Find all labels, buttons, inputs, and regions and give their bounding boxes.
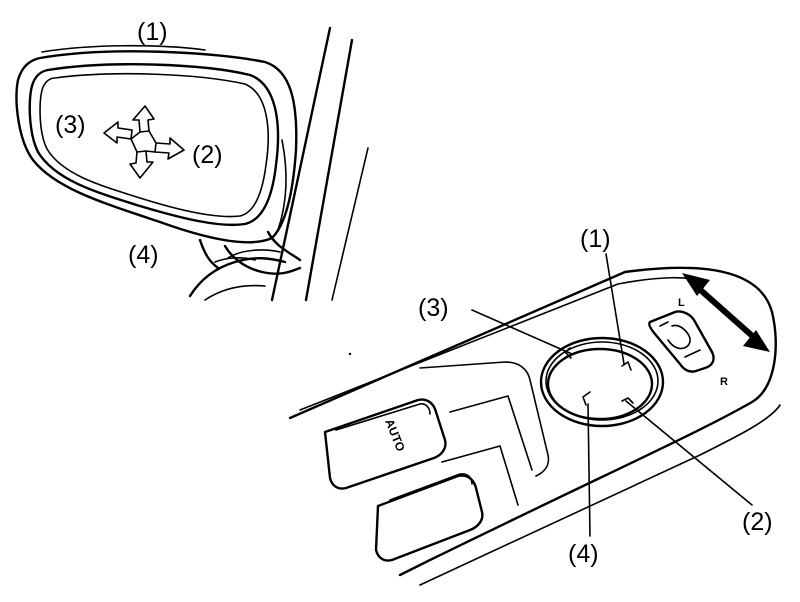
- mirror-mount-base: [223, 230, 302, 275]
- power-window-switch[interactable]: [374, 473, 484, 562]
- selector-switch-body: [648, 310, 715, 373]
- door-switch-panel: L R AUTO (1) (2) (3) (4): [288, 225, 781, 586]
- window-switch-body: [374, 474, 484, 562]
- callout-leader-1: [605, 253, 625, 365]
- knob-face: [546, 347, 654, 421]
- callout-label-3: (3): [418, 294, 449, 322]
- mirror-mount-detail: [204, 257, 266, 301]
- window-switch-auto-body: [323, 398, 447, 490]
- mirror-label-right: (2): [192, 141, 223, 169]
- switch-panel-inner-edge: [299, 276, 701, 411]
- arrow-down-icon: [129, 150, 154, 179]
- callout-leader-3: [471, 309, 573, 355]
- mirror-label-left: (3): [55, 111, 86, 139]
- mirror-glass-inner: [39, 72, 269, 218]
- callout-leader-2: [625, 400, 753, 506]
- mirror-mount-neck: [188, 238, 287, 298]
- stray-dot: [348, 352, 352, 356]
- window-switch-auto-top: [335, 403, 431, 431]
- switch-recess-shadow: [441, 445, 519, 506]
- door-trim-line: [227, 249, 281, 259]
- window-switch-top: [389, 473, 473, 501]
- power-window-switch-auto[interactable]: AUTO: [323, 398, 447, 490]
- arrow-up-icon: [132, 105, 155, 133]
- mirror-label-down: (4): [128, 241, 159, 269]
- switch-panel-outline: [288, 266, 777, 577]
- switch-recess-outline: [419, 361, 550, 477]
- door-pillar-line-2: [304, 38, 354, 302]
- knob-bezel-outer: [539, 336, 665, 428]
- knob-mark-left: [564, 347, 572, 359]
- mirror-glass-outer: [28, 63, 280, 227]
- switch-panel-lower-edge: [419, 404, 781, 586]
- callout-label-2: (2): [742, 508, 773, 536]
- knob-mark-right: [621, 397, 634, 404]
- arrow-left-icon: [103, 121, 133, 144]
- knob-mark-down: [582, 391, 591, 406]
- door-pillar-line-3: [331, 147, 369, 301]
- arrow-center-icon: [130, 130, 157, 153]
- mirror-housing-highlight: [41, 44, 206, 53]
- callout-label-4: (4): [568, 540, 599, 568]
- switch-recess-inner: [449, 395, 533, 471]
- arrow-right-icon: [154, 137, 185, 160]
- left-right-selector-switch[interactable]: L R: [648, 297, 728, 388]
- door-pillar-line-4: [277, 139, 287, 231]
- window-switch-auto-text: AUTO: [382, 417, 408, 454]
- callout-leader-4: [587, 403, 591, 537]
- mirror-direction-arrows-icon: [103, 105, 185, 179]
- mirror-label-up: (1): [137, 18, 168, 46]
- selector-switch-detail: [659, 321, 701, 358]
- door-mirror: (1) (2) (3) (4): [15, 18, 369, 302]
- selector-switch-notch: [667, 324, 691, 350]
- selector-label-right: R: [720, 376, 728, 388]
- mirror-housing-outline: [15, 50, 298, 244]
- door-pillar-line-1: [270, 26, 332, 302]
- mirror-adjust-knob[interactable]: [539, 336, 665, 428]
- selector-label-left: L: [678, 297, 685, 309]
- left-right-arrow-icon: [682, 273, 770, 352]
- callout-label-1: (1): [580, 225, 611, 253]
